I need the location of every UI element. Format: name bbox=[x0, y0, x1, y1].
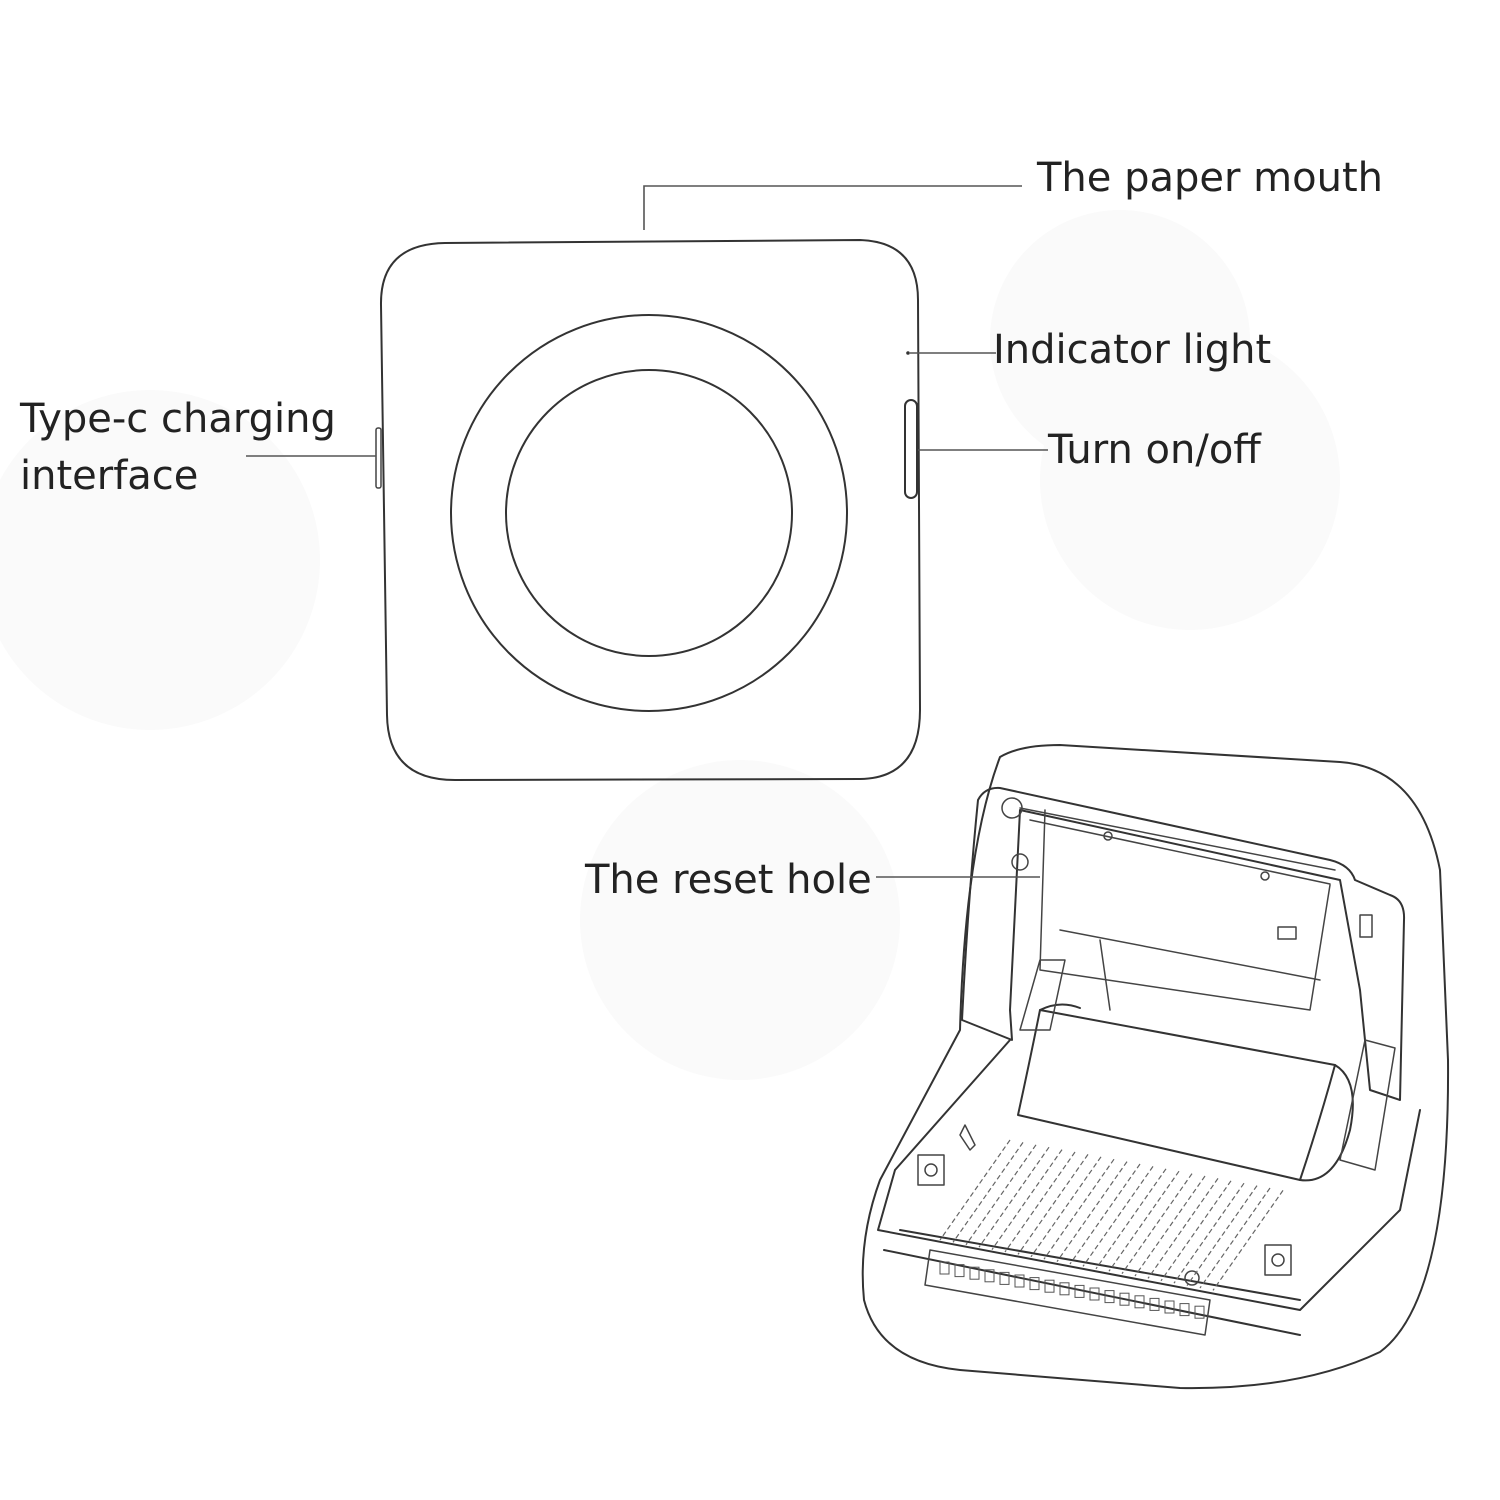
paper-roll bbox=[1017, 959, 1396, 1182]
grille-line bbox=[1199, 1187, 1271, 1289]
cutter-tooth bbox=[1194, 1305, 1205, 1319]
leader-lines bbox=[246, 185, 1048, 878]
cutter-tooth bbox=[954, 1264, 965, 1278]
cutter-tooth bbox=[1149, 1297, 1160, 1311]
grille-line bbox=[939, 1139, 1011, 1241]
grille-line bbox=[1121, 1173, 1193, 1274]
grille-line bbox=[978, 1146, 1050, 1248]
printer-open-view bbox=[861, 744, 1450, 1390]
lid-frame bbox=[961, 786, 1406, 1101]
grille-line bbox=[1186, 1185, 1258, 1286]
grille-line bbox=[1017, 1154, 1089, 1255]
cutter-tooth bbox=[1029, 1277, 1040, 1291]
grille-line bbox=[991, 1149, 1063, 1250]
grille-line bbox=[952, 1142, 1024, 1243]
cutter-tooth bbox=[1179, 1303, 1190, 1317]
grille-line bbox=[1134, 1175, 1206, 1277]
grille-line bbox=[965, 1144, 1037, 1246]
cutter-edge bbox=[939, 1261, 1205, 1319]
cutter-tooth bbox=[1059, 1282, 1070, 1296]
printer-front-view bbox=[375, 239, 921, 781]
label-paper-mouth: The paper mouth bbox=[1037, 155, 1383, 201]
label-type-c-line1: Type-c charging bbox=[20, 396, 336, 442]
cutter-tooth bbox=[984, 1269, 995, 1283]
cutter-tooth bbox=[1164, 1300, 1175, 1314]
cutter-tooth bbox=[1044, 1279, 1055, 1293]
label-type-c-line2: interface bbox=[20, 453, 199, 499]
outer-ring bbox=[450, 314, 848, 712]
cutter-tooth bbox=[1074, 1284, 1085, 1298]
grille-line bbox=[1147, 1178, 1219, 1279]
grille-line bbox=[1030, 1156, 1102, 1258]
cutter-tooth bbox=[1089, 1287, 1100, 1301]
grille-line bbox=[1095, 1168, 1167, 1270]
grille-line bbox=[1212, 1190, 1284, 1291]
grille-line bbox=[1108, 1170, 1180, 1272]
inner-ring bbox=[505, 369, 793, 657]
cutter-tooth bbox=[939, 1261, 950, 1275]
label-indicator-light: Indicator light bbox=[993, 327, 1272, 373]
cutter-tooth bbox=[969, 1266, 980, 1280]
grille-line bbox=[1056, 1161, 1128, 1262]
printer-body-outline bbox=[379, 239, 921, 781]
cutter-tooth bbox=[1119, 1292, 1130, 1306]
cutter-tooth bbox=[1014, 1274, 1025, 1288]
power-button bbox=[904, 399, 918, 499]
base-tray bbox=[877, 1039, 1421, 1336]
type-c-port bbox=[375, 427, 382, 489]
grille-line bbox=[1004, 1151, 1076, 1253]
grille-line bbox=[1173, 1182, 1245, 1284]
tray-grille bbox=[939, 1139, 1284, 1291]
background-shading bbox=[0, 210, 1340, 1080]
cutter-tooth bbox=[1134, 1295, 1145, 1309]
leader-paper-mouth bbox=[643, 185, 1022, 230]
open-shell-outline bbox=[861, 744, 1450, 1390]
cutter-tooth bbox=[1104, 1290, 1115, 1304]
indicator-light-dot bbox=[906, 351, 910, 355]
label-reset-hole: The reset hole bbox=[585, 857, 872, 903]
cutter-tooth bbox=[999, 1271, 1010, 1285]
grille-line bbox=[1082, 1166, 1154, 1267]
label-turn-on-off: Turn on/off bbox=[1048, 427, 1261, 473]
grille-line bbox=[1069, 1163, 1141, 1265]
grille-line bbox=[1043, 1158, 1115, 1260]
grille-line bbox=[1160, 1180, 1232, 1282]
